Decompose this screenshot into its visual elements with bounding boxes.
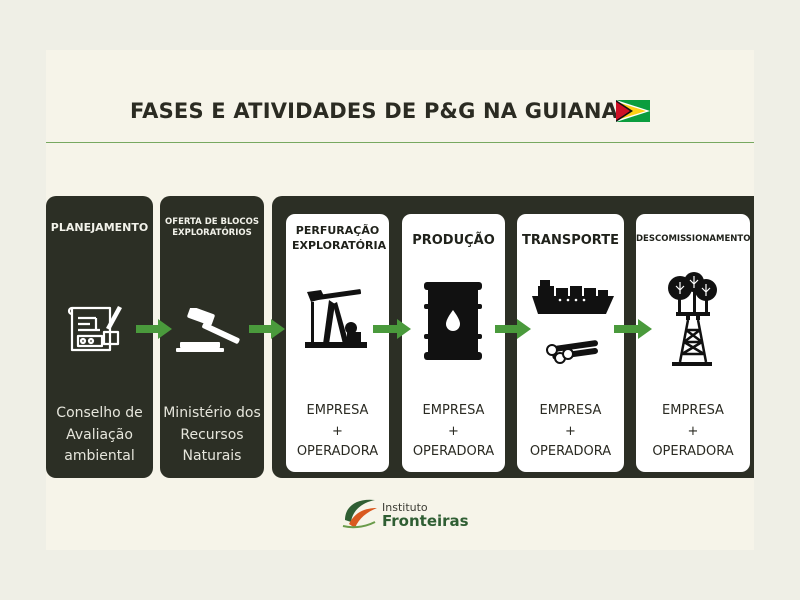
page-title: FASES E ATIVIDADES DE P&G NA GUIANA	[130, 99, 619, 123]
trees-rig-icon	[668, 272, 717, 366]
stage-title-perfuracao: PERFURAÇÃO EXPLORATÓRIA	[292, 224, 387, 252]
stage-desc-producao: EMPRESA + OPERADORA	[412, 403, 495, 460]
stage-desc-descomissionamento: EMPRESA + OPERADORA	[652, 403, 734, 460]
ship-pipes-icon	[532, 280, 614, 364]
logo-text-big: Fronteiras	[382, 512, 469, 530]
stage-desc-perfuracao: EMPRESA + OPERADORA	[296, 403, 379, 460]
pumpjack-icon	[305, 289, 367, 348]
stage-desc-oferta: Ministério dos Recursos Naturais	[163, 405, 261, 465]
oil-barrel-icon	[424, 282, 482, 360]
blueprint-icon	[67, 306, 122, 352]
flow-arrow-5	[614, 319, 652, 339]
bidding-panel	[160, 196, 264, 478]
flow-arrow-3	[373, 319, 411, 339]
stage-title-transporte: TRANSPORTE	[522, 233, 619, 248]
stage-title-oferta: OFERTA DE BLOCOS EXPLORATÓRIOS	[165, 217, 259, 239]
flow-arrow-2	[249, 319, 285, 339]
instituto-fronteiras-logo-icon	[342, 499, 377, 529]
stage-title-planejamento: PLANEJAMENTO	[50, 221, 149, 234]
stage-title-descomissionamento: DESCOMISSIONAMENTO	[636, 234, 751, 244]
stage-card-transporte: TRANSPORTE EMPRESA + OPERADORA	[517, 214, 624, 472]
stage-title-producao: PRODUÇÃO	[412, 233, 495, 248]
stage-card-producao: PRODUÇÃO EMPRESA + OPERADORA	[402, 214, 505, 472]
flow-arrow-1	[136, 319, 172, 339]
guyana-flag-icon	[616, 100, 650, 122]
title-divider	[46, 142, 754, 143]
stage-desc-transporte: EMPRESA + OPERADORA	[529, 403, 612, 460]
flow-arrow-4	[495, 319, 531, 339]
gavel-icon	[176, 308, 240, 352]
logo-text-small: Instituto	[382, 501, 428, 514]
stage-desc-planejamento: Conselho de Avaliação ambiental	[56, 405, 143, 465]
